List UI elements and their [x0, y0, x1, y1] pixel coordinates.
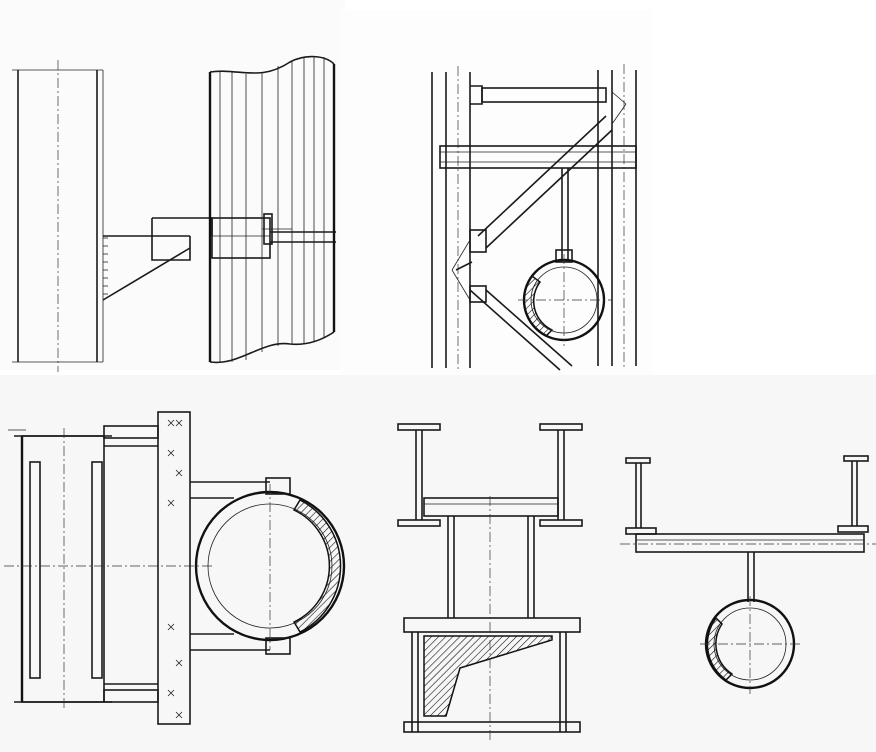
c-mid-hangers [447, 516, 535, 618]
panel-b-drawing [431, 64, 637, 372]
c-left-pipe-clamp [194, 477, 346, 655]
panel-c-left-detail [4, 411, 346, 725]
panel-b-left-column [431, 66, 471, 372]
c-right-pipe-hanger [700, 552, 800, 694]
scan-shade-a [0, 0, 345, 370]
panel-b-right-column [597, 64, 637, 370]
panel-b-beams [439, 85, 637, 371]
c-left-column-section [4, 428, 212, 710]
scan-shade-b [340, 10, 652, 375]
c-right-beam [620, 533, 876, 553]
panel-a-drawing [12, 55, 336, 372]
panel-b-diagonal-strut [451, 91, 627, 303]
panel-b-pipe-hanger [518, 168, 612, 346]
c-left-plates [103, 411, 270, 725]
panel-c-right-detail [620, 455, 876, 694]
c-mid-saddle [403, 496, 581, 742]
panel-c-middle-detail [397, 423, 583, 742]
c-mid-crossbeam [423, 497, 559, 517]
panel-a-bracket [102, 213, 336, 301]
panel-a-pipe [208, 55, 336, 364]
panel-a-column [12, 60, 108, 372]
